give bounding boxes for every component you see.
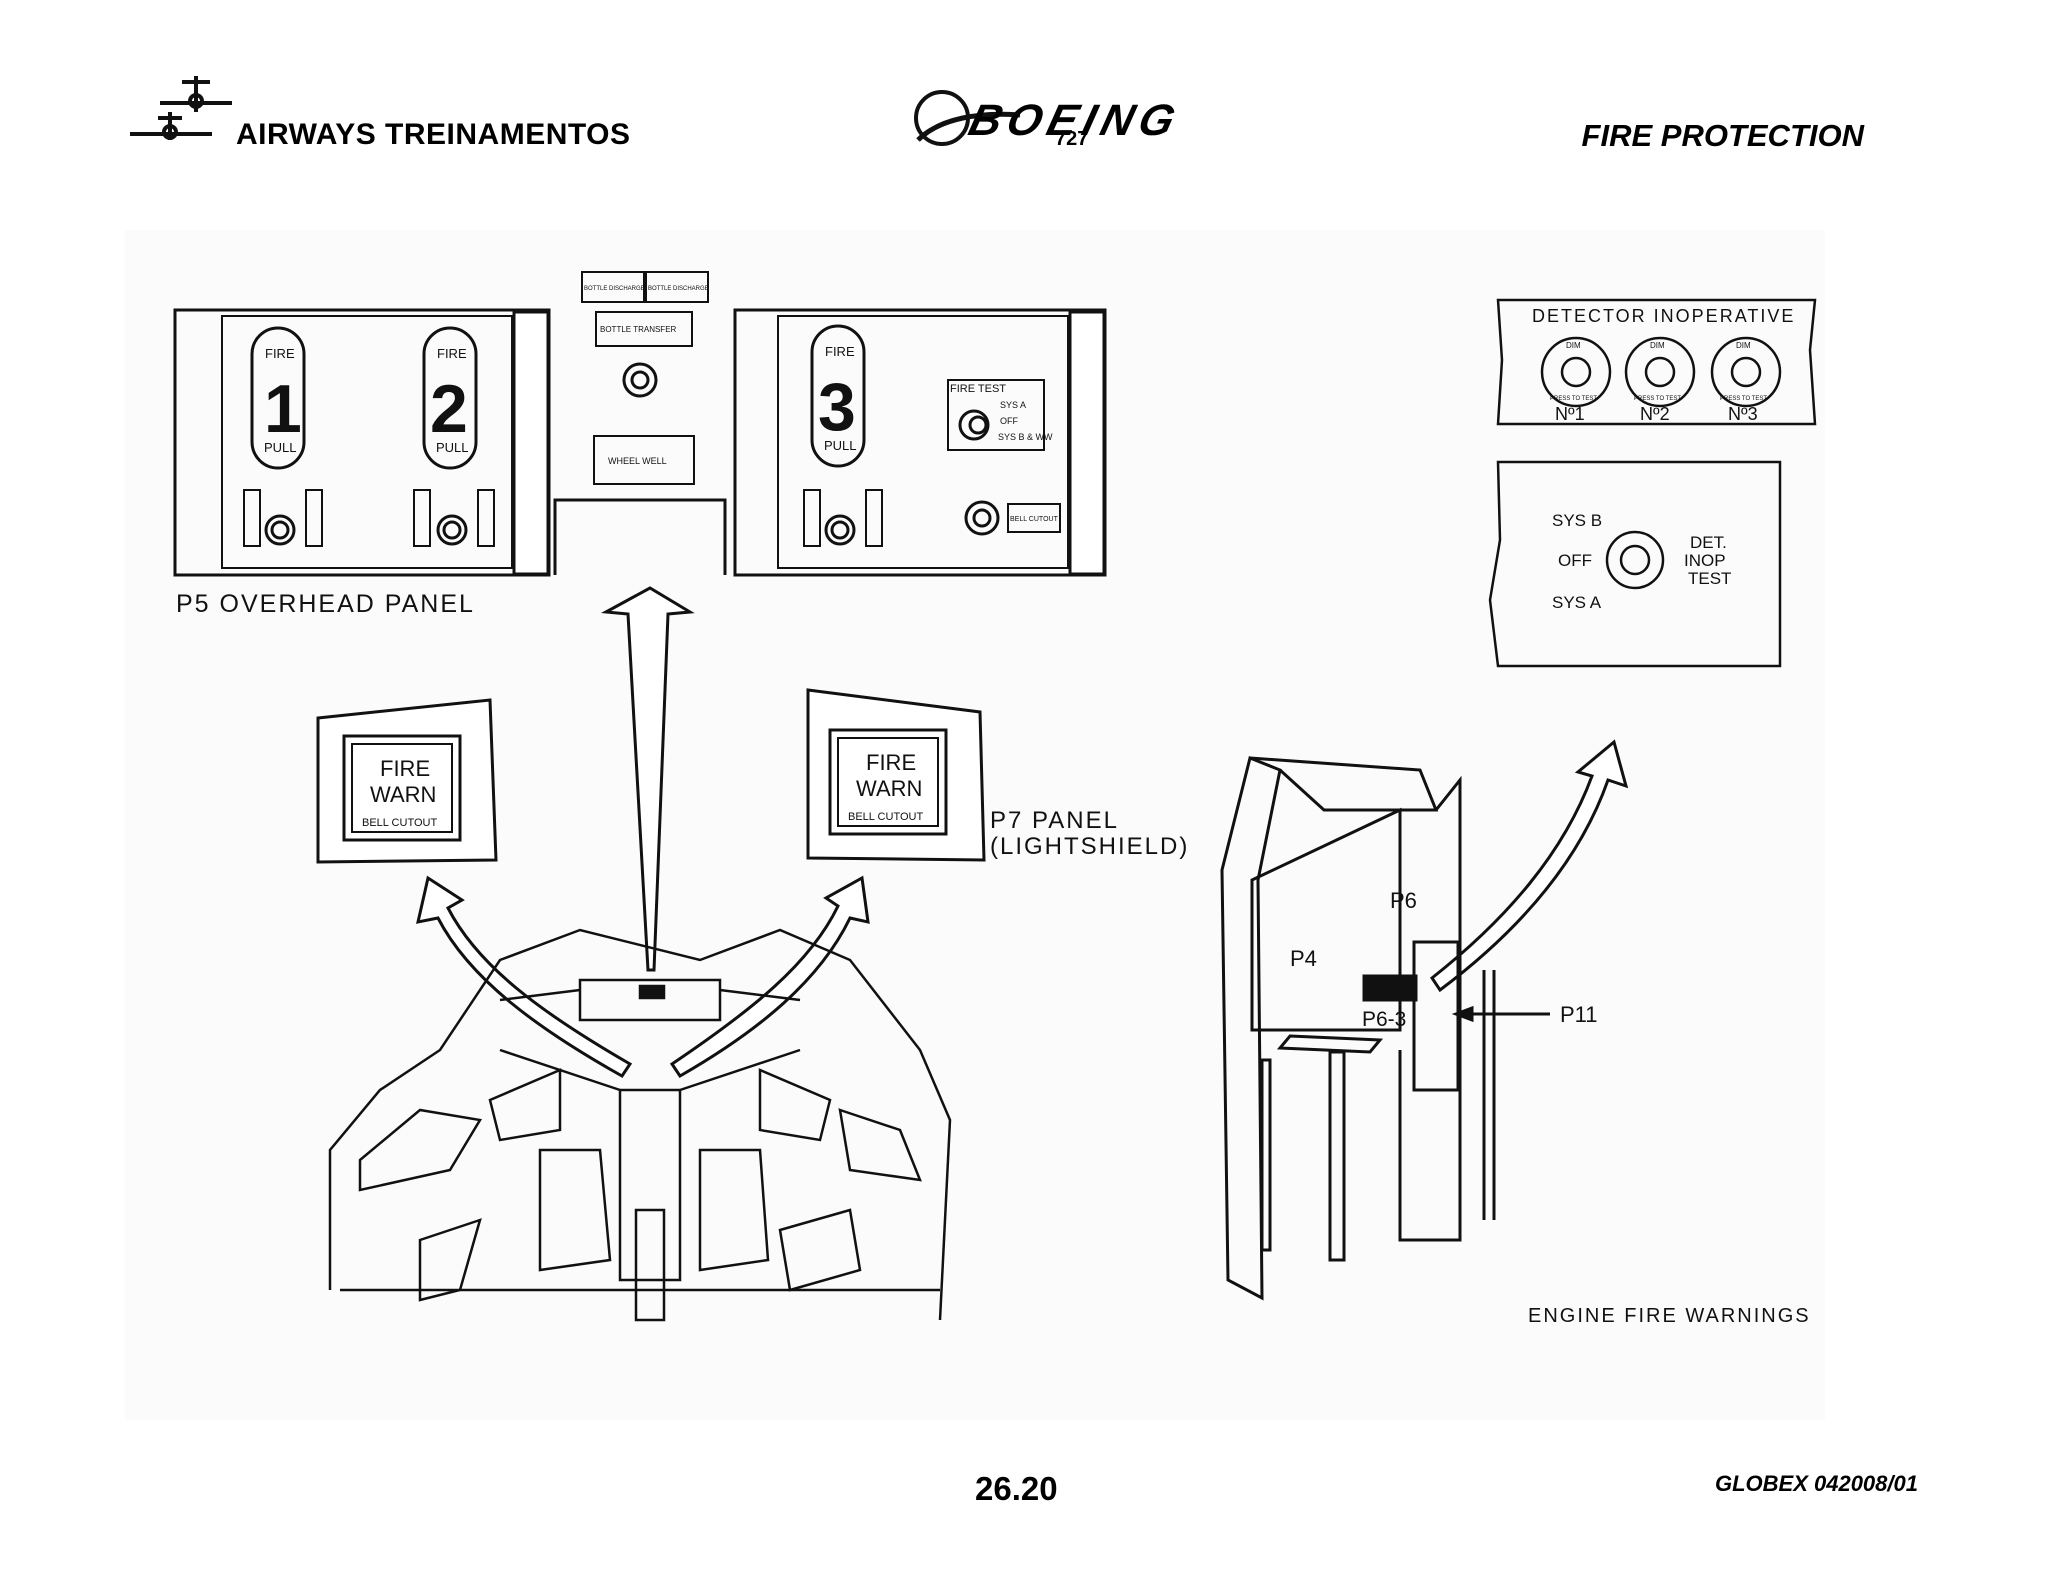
section-title: FIRE PROTECTION [1581,118,1864,153]
switch-off: OFF [1558,551,1592,570]
p6-label: P6 [1390,888,1417,913]
p5-overhead-panel [173,271,1107,577]
detector-no3: Nº3 [1728,404,1758,424]
light-3-dim: DIM [1736,341,1751,350]
handle-2-pull: PULL [436,440,469,455]
right-bell-cutout: BELL CUTOUT [848,811,923,823]
bell-cutout-switch: BELL CUTOUT [1010,516,1059,523]
detector-no1: Nº1 [1555,404,1585,424]
document-code: GLOBEX 042008/01 [1714,1471,1918,1496]
side-panel-illustration [1220,755,1550,1301]
handle-3-pull: PULL [824,438,857,453]
p4-label: P4 [1290,946,1317,971]
switch-sys-a: SYS A [1552,593,1602,612]
detector-no2: Nº2 [1640,404,1670,424]
company-name: AIRWAYS TREINAMENTOS [236,118,631,151]
fire-test-sys-a: SYS A [1000,400,1026,410]
p6-3-label: P6-3 [1362,1008,1406,1031]
right-warn: WARN [856,776,922,801]
left-fire: FIRE [380,756,430,781]
p7-caption-line1: P7 PANEL [990,807,1119,834]
light-1-dim: DIM [1566,341,1581,350]
cockpit-illustration [328,928,952,1322]
handle-1-pull: PULL [264,440,297,455]
left-warn: WARN [370,782,436,807]
handle-1-number: 1 [264,371,302,447]
boeing-logo-icon [914,90,1021,146]
fire-test-label: FIRE TEST [950,383,1006,395]
bottle-discharge-left: BOTTLE DISCHARGE [584,286,645,292]
side-panel-text: P4 P6 P6-3 P11 ENGINE FIRE WARNINGS [1290,888,1811,1327]
airplane-logo-icon [130,76,232,140]
page-number: 26.20 [975,1470,1058,1507]
fire-test-sys-b: SYS B & WW [998,432,1053,442]
detector-title: DETECTOR INOPERATIVE [1532,306,1795,326]
pointer-arrows [416,586,1629,1079]
handle-2-number: 2 [430,371,468,447]
light-2-dim: DIM [1650,341,1665,350]
light-2-press: PRESS TO TEST [1634,396,1681,402]
lightshield-fire-warn-right [806,688,986,862]
handle-2-fire: FIRE [437,346,467,361]
p11-label: P11 [1560,1002,1598,1027]
figure-caption: ENGINE FIRE WARNINGS [1528,1305,1811,1327]
switch-test: TEST [1688,569,1731,588]
wheel-well: WHEEL WELL [608,456,667,466]
light-1-press: PRESS TO TEST [1550,396,1597,402]
left-bell-cutout: BELL CUTOUT [362,817,437,829]
p5-panel-text: FIRE 1 PULL FIRE 2 PULL FIRE 3 PULL BOTT… [176,286,1059,618]
p5-caption: P5 OVERHEAD PANEL [176,590,475,618]
lightshield-text: FIRE WARN BELL CUTOUT FIRE WARN BELL CUT… [362,750,1189,860]
p7-caption-line2: (LIGHTSHIELD) [990,833,1189,860]
switch-inop: INOP [1684,551,1726,570]
handle-3-number: 3 [818,369,856,445]
switch-sys-b: SYS B [1552,511,1602,530]
fire-test-off: OFF [1000,416,1018,426]
light-3-press: PRESS TO TEST [1720,396,1767,402]
right-fire: FIRE [866,750,916,775]
bottle-transfer: BOTTLE TRANSFER [600,325,677,334]
lightshield-fire-warn-left [316,698,498,864]
detector-inoperative-panel [1488,298,1817,668]
switch-det: DET. [1690,533,1727,552]
detector-text: DETECTOR INOPERATIVE Nº1 Nº2 Nº3 DIM DIM… [1532,306,1795,612]
boeing-model-number: 727 [1055,128,1089,150]
handle-1-fire: FIRE [265,346,295,361]
handle-3-fire: FIRE [825,344,855,359]
bottle-discharge-right: BOTTLE DISCHARGE [648,286,709,292]
